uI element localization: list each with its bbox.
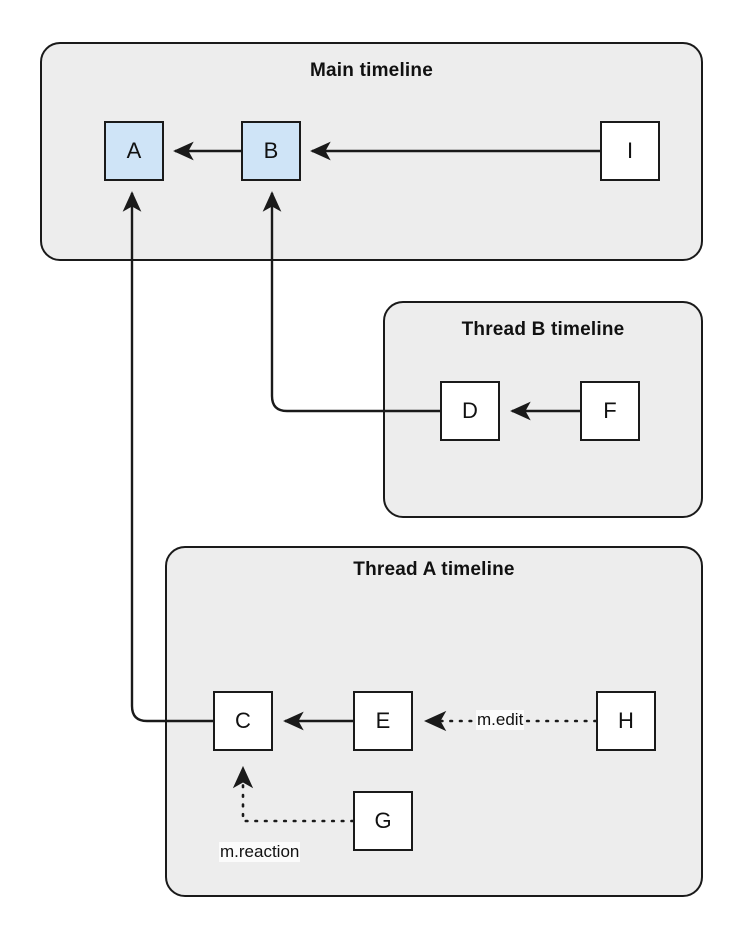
event-node-a[interactable]: A <box>104 121 164 181</box>
event-node-h[interactable]: H <box>596 691 656 751</box>
event-node-a-label: A <box>126 138 142 163</box>
event-node-g[interactable]: G <box>353 791 413 851</box>
event-node-d[interactable]: D <box>440 381 500 441</box>
event-node-g-label: G <box>374 808 392 833</box>
event-node-h-label: H <box>618 708 634 733</box>
edge-c-to-a <box>122 191 213 723</box>
event-node-d-label: D <box>462 398 478 423</box>
event-node-f-label: F <box>603 398 617 423</box>
edge-g-to-c <box>232 765 355 823</box>
edge-label-m-edit: m.edit <box>476 710 525 730</box>
group-thread-b-timeline[interactable] <box>383 301 703 518</box>
event-node-e-label: E <box>375 708 391 733</box>
event-node-b[interactable]: B <box>241 121 301 181</box>
event-node-c-label: C <box>235 708 251 733</box>
event-node-f[interactable]: F <box>580 381 640 441</box>
event-node-e[interactable]: E <box>353 691 413 751</box>
event-node-i-label: I <box>626 138 634 163</box>
edge-label-m-reaction: m.reaction <box>219 842 301 862</box>
group-thread-b-timeline-title: Thread B timeline <box>461 319 625 340</box>
group-thread-a-timeline-title: Thread A timeline <box>353 559 515 580</box>
event-node-b-label: B <box>263 138 279 163</box>
event-node-c[interactable]: C <box>213 691 273 751</box>
edge-d-to-b <box>262 191 440 413</box>
event-node-i[interactable]: I <box>600 121 660 181</box>
group-main-timeline-title: Main timeline <box>310 60 433 81</box>
